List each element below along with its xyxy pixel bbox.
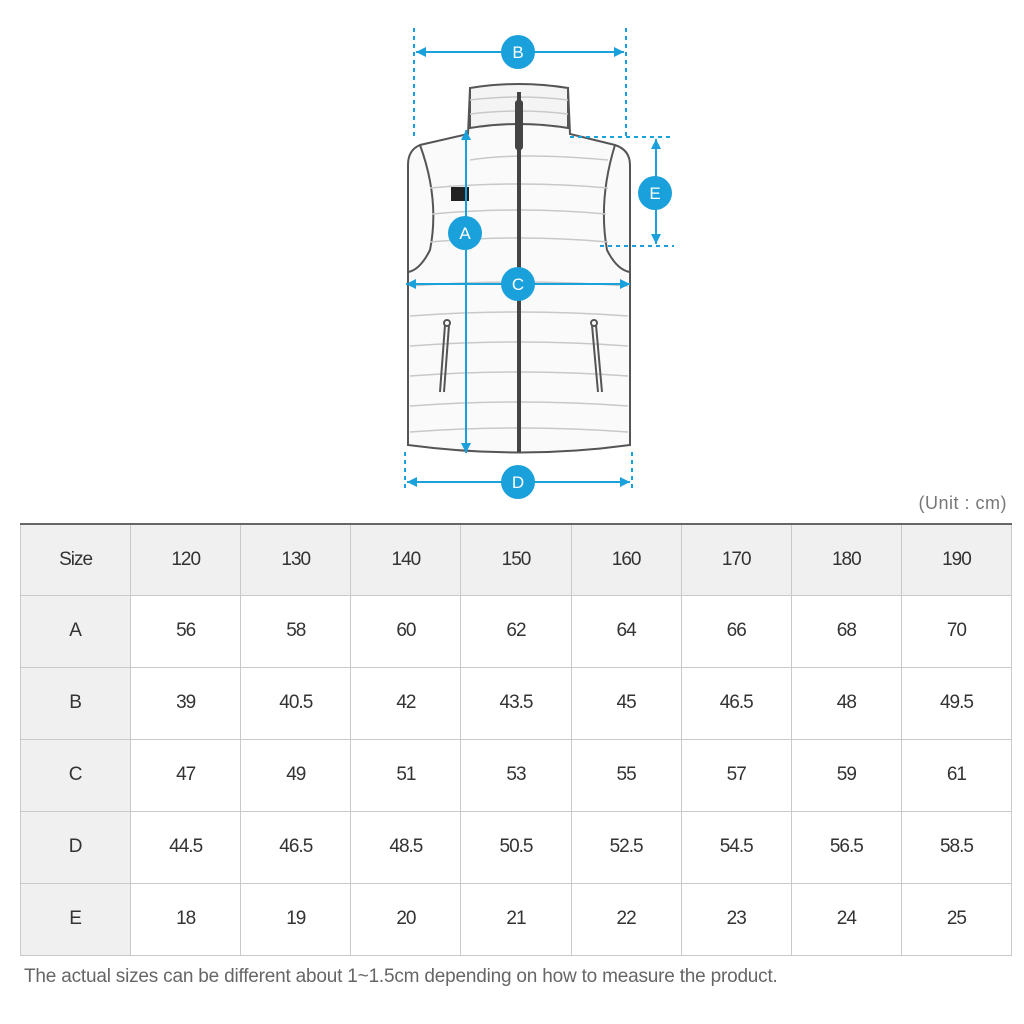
size-table: Size 120 130 140 150 160 170 180 190 A 5… [19, 523, 1013, 956]
table-cell: 52.5 [570, 810, 682, 884]
table-cell: 51 [350, 738, 462, 812]
size-column-header: 150 [460, 523, 572, 596]
marker-a-label: A [459, 224, 471, 243]
pocket-zippers [439, 319, 603, 393]
table-cell: 46.5 [240, 810, 352, 884]
size-column-header: 120 [130, 523, 242, 596]
vest-measurement-diagram: B E A C D [404, 28, 674, 499]
measurement-footnote: The actual sizes can be different about … [24, 966, 778, 987]
table-cell: 42 [350, 666, 462, 740]
table-cell: 20 [350, 882, 462, 956]
table-row: B 39 40.5 42 43.5 45 46.5 48 49.5 [19, 666, 1013, 740]
table-cell: 64 [570, 594, 682, 668]
table-cell: 22 [570, 882, 682, 956]
table-cell: 62 [460, 594, 572, 668]
table-cell: 24 [790, 882, 902, 956]
row-label: A [19, 594, 132, 668]
table-cell: 56 [130, 594, 242, 668]
table-cell: 47 [130, 738, 242, 812]
size-column-header: 140 [350, 523, 462, 596]
size-column-header: 180 [790, 523, 902, 596]
table-cell: 58 [240, 594, 352, 668]
marker-d-label: D [512, 473, 524, 492]
size-column-header: 160 [570, 523, 682, 596]
table-row: D 44.5 46.5 48.5 50.5 52.5 54.5 56.5 58.… [19, 810, 1013, 884]
table-cell: 57 [680, 738, 792, 812]
table-cell: 25 [900, 882, 1013, 956]
table-cell: 49.5 [900, 666, 1013, 740]
table-row: A 56 58 60 62 64 66 68 70 [19, 594, 1013, 668]
table-cell: 18 [130, 882, 242, 956]
table-cell: 60 [350, 594, 462, 668]
row-label: E [19, 882, 132, 956]
arrow-heads [406, 47, 661, 487]
marker-c: C [501, 267, 535, 301]
marker-e: E [638, 176, 672, 210]
table-cell: 56.5 [790, 810, 902, 884]
marker-b-label: B [512, 43, 523, 62]
size-header: Size [19, 523, 132, 596]
row-label: B [19, 666, 132, 740]
table-cell: 61 [900, 738, 1013, 812]
table-cell: 70 [900, 594, 1013, 668]
table-cell: 59 [790, 738, 902, 812]
table-cell: 19 [240, 882, 352, 956]
table-cell: 68 [790, 594, 902, 668]
zipper-pull [515, 100, 523, 150]
table-cell: 21 [460, 882, 572, 956]
size-column-header: 190 [900, 523, 1013, 596]
table-cell: 45 [570, 666, 682, 740]
table-cell: 58.5 [900, 810, 1013, 884]
table-cell: 55 [570, 738, 682, 812]
table-row: C 47 49 51 53 55 57 59 61 [19, 738, 1013, 812]
row-label: D [19, 810, 132, 884]
table-row: E 18 19 20 21 22 23 24 25 [19, 882, 1013, 956]
table-cell: 23 [680, 882, 792, 956]
marker-b: B [501, 35, 535, 69]
size-column-header: 130 [240, 523, 352, 596]
row-label: C [19, 738, 132, 812]
table-cell: 43.5 [460, 666, 572, 740]
table-cell: 50.5 [460, 810, 572, 884]
table-cell: 54.5 [680, 810, 792, 884]
brand-logo-icon [451, 187, 469, 201]
marker-c-label: C [512, 275, 524, 294]
table-cell: 49 [240, 738, 352, 812]
table-cell: 44.5 [130, 810, 242, 884]
table-cell: 39 [130, 666, 242, 740]
unit-note: (Unit : cm) [918, 493, 1007, 513]
marker-e-label: E [649, 184, 660, 203]
marker-a: A [448, 216, 482, 250]
table-cell: 53 [460, 738, 572, 812]
size-column-header: 170 [680, 523, 792, 596]
table-header-row: Size 120 130 140 150 160 170 180 190 [19, 523, 1013, 596]
table-cell: 40.5 [240, 666, 352, 740]
table-cell: 48 [790, 666, 902, 740]
table-cell: 46.5 [680, 666, 792, 740]
marker-d: D [501, 465, 535, 499]
table-cell: 48.5 [350, 810, 462, 884]
table-cell: 66 [680, 594, 792, 668]
